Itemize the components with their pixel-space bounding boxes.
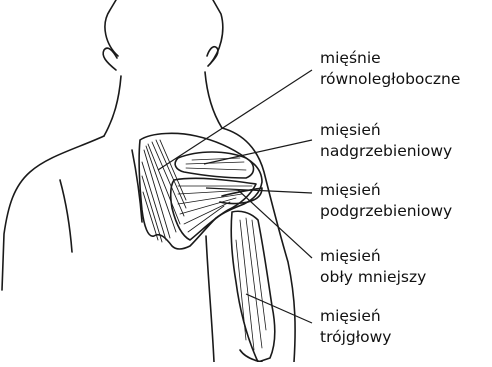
head-outline bbox=[105, 0, 223, 64]
label-triceps-line1: mięsień bbox=[320, 306, 391, 327]
label-infraspinatus-line2: podgrzebieniowy bbox=[320, 201, 452, 222]
label-infraspinatus: mięsień podgrzebieniowy bbox=[320, 180, 452, 222]
neck-outline bbox=[104, 72, 222, 136]
right-ear bbox=[207, 47, 218, 66]
left-shoulder-outline bbox=[2, 136, 104, 290]
label-infraspinatus-line1: mięsień bbox=[320, 180, 452, 201]
label-triceps: mięsień trójgłowy bbox=[320, 306, 391, 348]
label-supraspinatus-line1: mięsień bbox=[320, 120, 452, 141]
label-supraspinatus-line2: nadgrzebieniowy bbox=[320, 141, 452, 162]
infraspinatus-muscle bbox=[171, 178, 256, 240]
label-teres-minor: mięsień obły mniejszy bbox=[320, 246, 426, 288]
label-rhomboids-line1: mięśnie bbox=[320, 48, 460, 69]
label-rhomboids-line2: równoległoboczne bbox=[320, 69, 460, 90]
rhomboid-muscle bbox=[142, 140, 186, 242]
leader-teres-minor bbox=[238, 190, 312, 258]
right-shoulder-outline bbox=[222, 128, 295, 362]
elbow-outline bbox=[240, 350, 262, 362]
label-triceps-line2: trójgłowy bbox=[320, 327, 391, 348]
label-teres-minor-line2: obły mniejszy bbox=[320, 267, 426, 288]
label-teres-minor-line1: mięsień bbox=[320, 246, 426, 267]
right-torso-outline bbox=[206, 236, 214, 362]
label-rhomboids: mięśnie równoległoboczne bbox=[320, 48, 460, 90]
leader-triceps bbox=[246, 294, 312, 323]
left-ear bbox=[103, 48, 117, 70]
label-supraspinatus: mięsień nadgrzebieniowy bbox=[320, 120, 452, 162]
left-torso-crease bbox=[60, 180, 72, 252]
